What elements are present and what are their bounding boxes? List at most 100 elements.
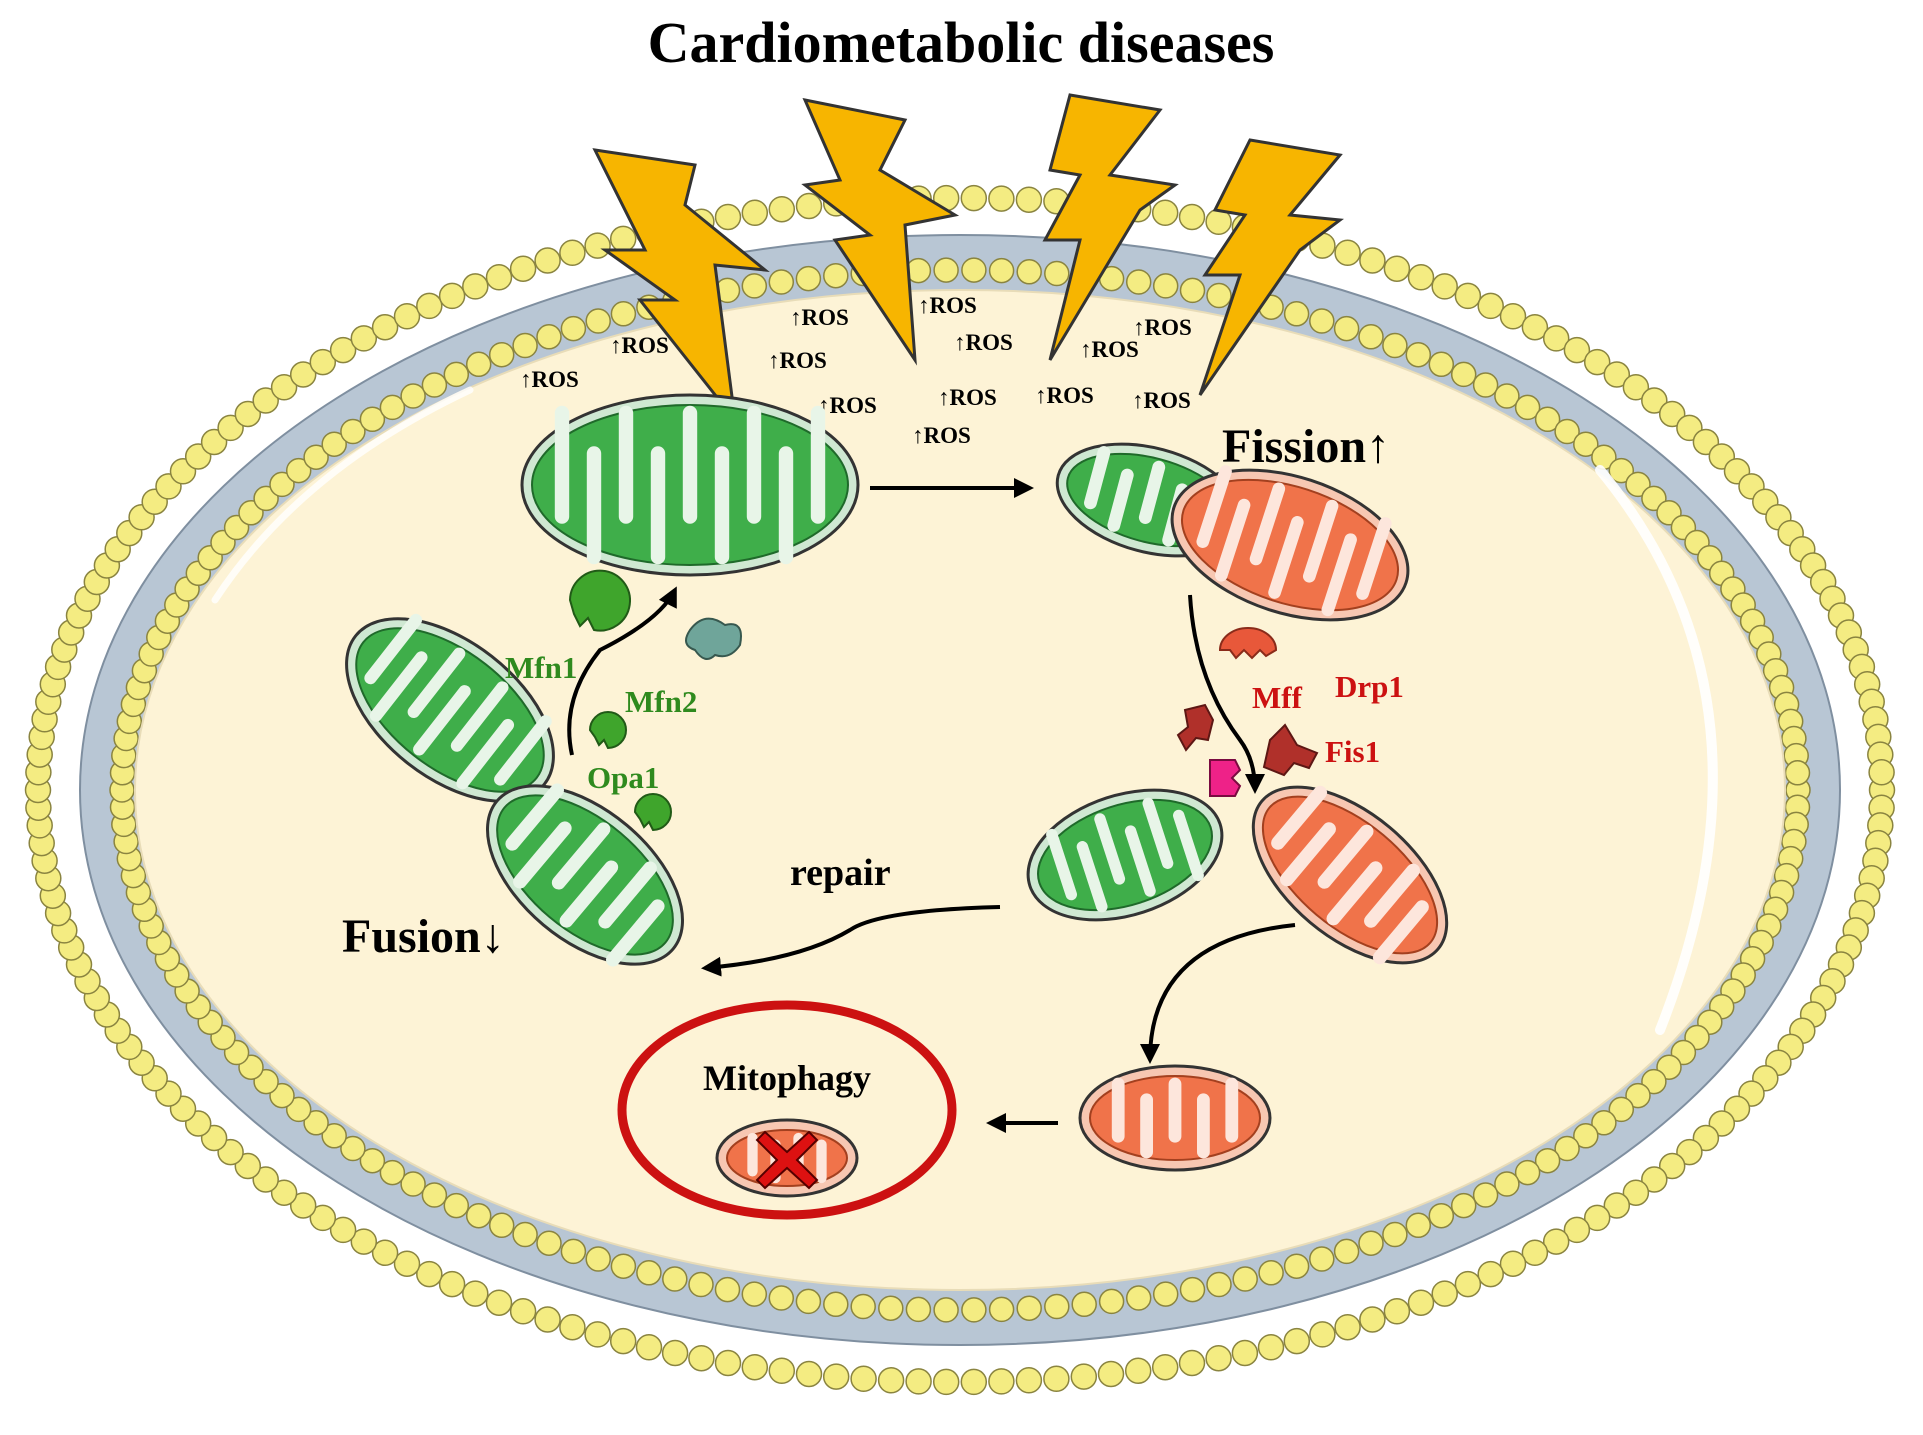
phospholipid-head (217, 414, 244, 442)
phospholipid-head (234, 400, 262, 428)
phospholipid-head (1603, 1192, 1631, 1219)
phospholipid-head (1450, 1192, 1477, 1219)
phospholipid-head (1405, 1212, 1432, 1239)
ros-label: ↑ROS (1080, 337, 1139, 362)
phospholipid-head (932, 1368, 960, 1396)
phospholipid-head (321, 1123, 347, 1149)
phospholipid-head (1044, 1293, 1070, 1320)
phospholipid-head (270, 1179, 298, 1206)
phospholipid-head (988, 1368, 1015, 1395)
phospholipid-head (443, 361, 470, 388)
opa1-protein-icon (633, 793, 672, 832)
phospholipid-head (1472, 1182, 1499, 1208)
phospholipid-head (823, 262, 849, 289)
ros-label: ↑ROS (954, 330, 1013, 355)
phospholipid-head (822, 1363, 850, 1390)
phospholipid-head (933, 257, 959, 283)
phospholipid-head (1151, 199, 1179, 227)
ros-label: ↑ROS (768, 348, 827, 373)
ros-label: ↑ROS (790, 305, 849, 330)
opa1-label: Opa1 (587, 760, 659, 795)
phospholipid-head (393, 303, 421, 330)
phospholipid-head (1625, 1082, 1651, 1109)
phospholipid-head (438, 282, 466, 310)
phospholipid-head (269, 471, 295, 498)
phospholipid-head (795, 1360, 823, 1388)
repair-label: repair (790, 852, 891, 894)
ros-label: ↑ROS (938, 385, 997, 410)
mfn1-label: Mfn1 (505, 650, 577, 685)
phospholipid-head (635, 1334, 663, 1361)
protein-icons (568, 569, 1319, 832)
phospholipid-head (1542, 1228, 1570, 1255)
phospholipid-head (1868, 759, 1895, 786)
lightning-bolt-icon (801, 97, 960, 366)
phospholipid-head (714, 1349, 742, 1377)
fused-mitochondrion-lower (485, 783, 685, 967)
phospholipid-head (768, 195, 796, 223)
mitochondria-group (345, 393, 1449, 1198)
phospholipid-head (379, 1159, 406, 1186)
phospholipid-head (421, 1182, 448, 1208)
phospholipid-head (1454, 282, 1482, 310)
phospholipid-head (714, 203, 742, 231)
phospholipid-head (1309, 308, 1335, 334)
phospholipid-head (1258, 1260, 1284, 1286)
phospholipid-head (1231, 1339, 1259, 1367)
phospholipid-head (371, 313, 399, 341)
lightning-bolts (592, 93, 1344, 426)
phospholipid-head (536, 324, 562, 350)
fis1-protein-icon (1262, 723, 1319, 777)
phospholipid-head (1334, 239, 1361, 267)
fused-mitochondrion-upper (345, 613, 555, 803)
phospholipid-head (509, 1298, 537, 1325)
phospholipid-head (1554, 1135, 1580, 1162)
phospholipid-head (610, 1253, 637, 1279)
phospholipid-head (462, 273, 489, 300)
phospholipid-head (350, 1228, 378, 1255)
phospholipid-head (1431, 1280, 1458, 1307)
cross-icon (755, 1130, 819, 1190)
phospholipid-head (1499, 303, 1527, 330)
phospholipid-head (1283, 301, 1310, 327)
healthy-mitochondrion (520, 393, 860, 577)
phospholipid-head (1206, 1271, 1232, 1298)
phospholipid-head (1641, 387, 1668, 414)
phospholipid-head (688, 1271, 714, 1298)
phospholipid-head (416, 1260, 443, 1288)
phospholipid-head (416, 292, 443, 320)
phospholipid-head (1450, 361, 1477, 388)
phospholipid-head (465, 1202, 492, 1229)
fission-label: Fission↑ (1222, 420, 1390, 473)
phospholipid-head (321, 431, 347, 457)
phospholipid-head (1428, 1202, 1455, 1229)
phospholipid-head (1431, 273, 1458, 300)
phospholipid-head (1554, 418, 1580, 445)
phospholipid-head (741, 199, 769, 227)
phospholipid-head (609, 1327, 637, 1355)
phospholipid-head (1152, 273, 1179, 299)
phospholipid-head (741, 273, 768, 299)
phospholipid-head (1407, 264, 1435, 291)
phospholipid-head (1542, 325, 1570, 352)
phospholipid-head (1494, 383, 1520, 409)
phospholipid-head (878, 1295, 904, 1321)
phospholipid-head (303, 444, 329, 470)
phospholipid-head (1333, 315, 1360, 342)
diagram-title: Cardiometabolic diseases (648, 10, 1275, 75)
phospholipid-head (534, 247, 561, 274)
fission-adaptor-icon (1209, 759, 1242, 797)
phospholipid-head (1494, 1171, 1520, 1197)
arrows (567, 478, 1296, 1133)
phospholipid-head (1534, 406, 1561, 433)
phospholipid-head (329, 1216, 357, 1244)
phospholipid-head (988, 257, 1015, 284)
phospholipid-head (536, 1230, 562, 1256)
phospholipid-head (1521, 1239, 1549, 1267)
daughter-mitochondrion-damaged (1251, 785, 1449, 965)
phospholipid-head (329, 336, 357, 364)
phospholipid-head (421, 372, 448, 398)
phospholipid-head (795, 192, 823, 220)
phospholipid-head (1477, 292, 1504, 320)
